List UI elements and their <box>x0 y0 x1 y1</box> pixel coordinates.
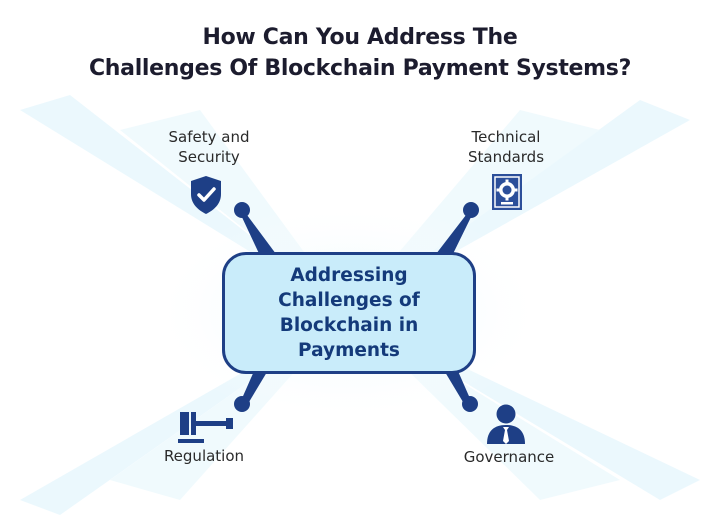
node-label-safety: Safety and Security <box>149 127 269 167</box>
safety-line-1: Safety and <box>168 128 250 146</box>
center-node: Addressing Challenges of Blockchain in P… <box>222 252 476 374</box>
technical-line-2: Standards <box>467 148 545 166</box>
person-tie-icon <box>487 404 525 444</box>
connector-technical <box>436 202 479 262</box>
safety-line-2: Security <box>178 148 240 166</box>
node-label-technical: Technical Standards <box>446 127 566 167</box>
connector-safety <box>234 202 276 262</box>
title-line-2: Challenges Of Blockchain Payment Systems… <box>88 56 632 81</box>
page-title: How Can You Address The Challenges Of Bl… <box>0 22 720 84</box>
center-node-label: Addressing Challenges of Blockchain in P… <box>278 265 420 361</box>
certificate-badge-icon <box>492 174 522 210</box>
node-label-governance: Governance <box>463 448 555 466</box>
technical-line-1: Technical <box>471 128 541 146</box>
gavel-icon <box>178 412 233 443</box>
shield-check-icon <box>191 176 221 214</box>
node-label-regulation: Regulation <box>163 447 245 465</box>
title-line-1: How Can You Address The <box>202 25 518 50</box>
